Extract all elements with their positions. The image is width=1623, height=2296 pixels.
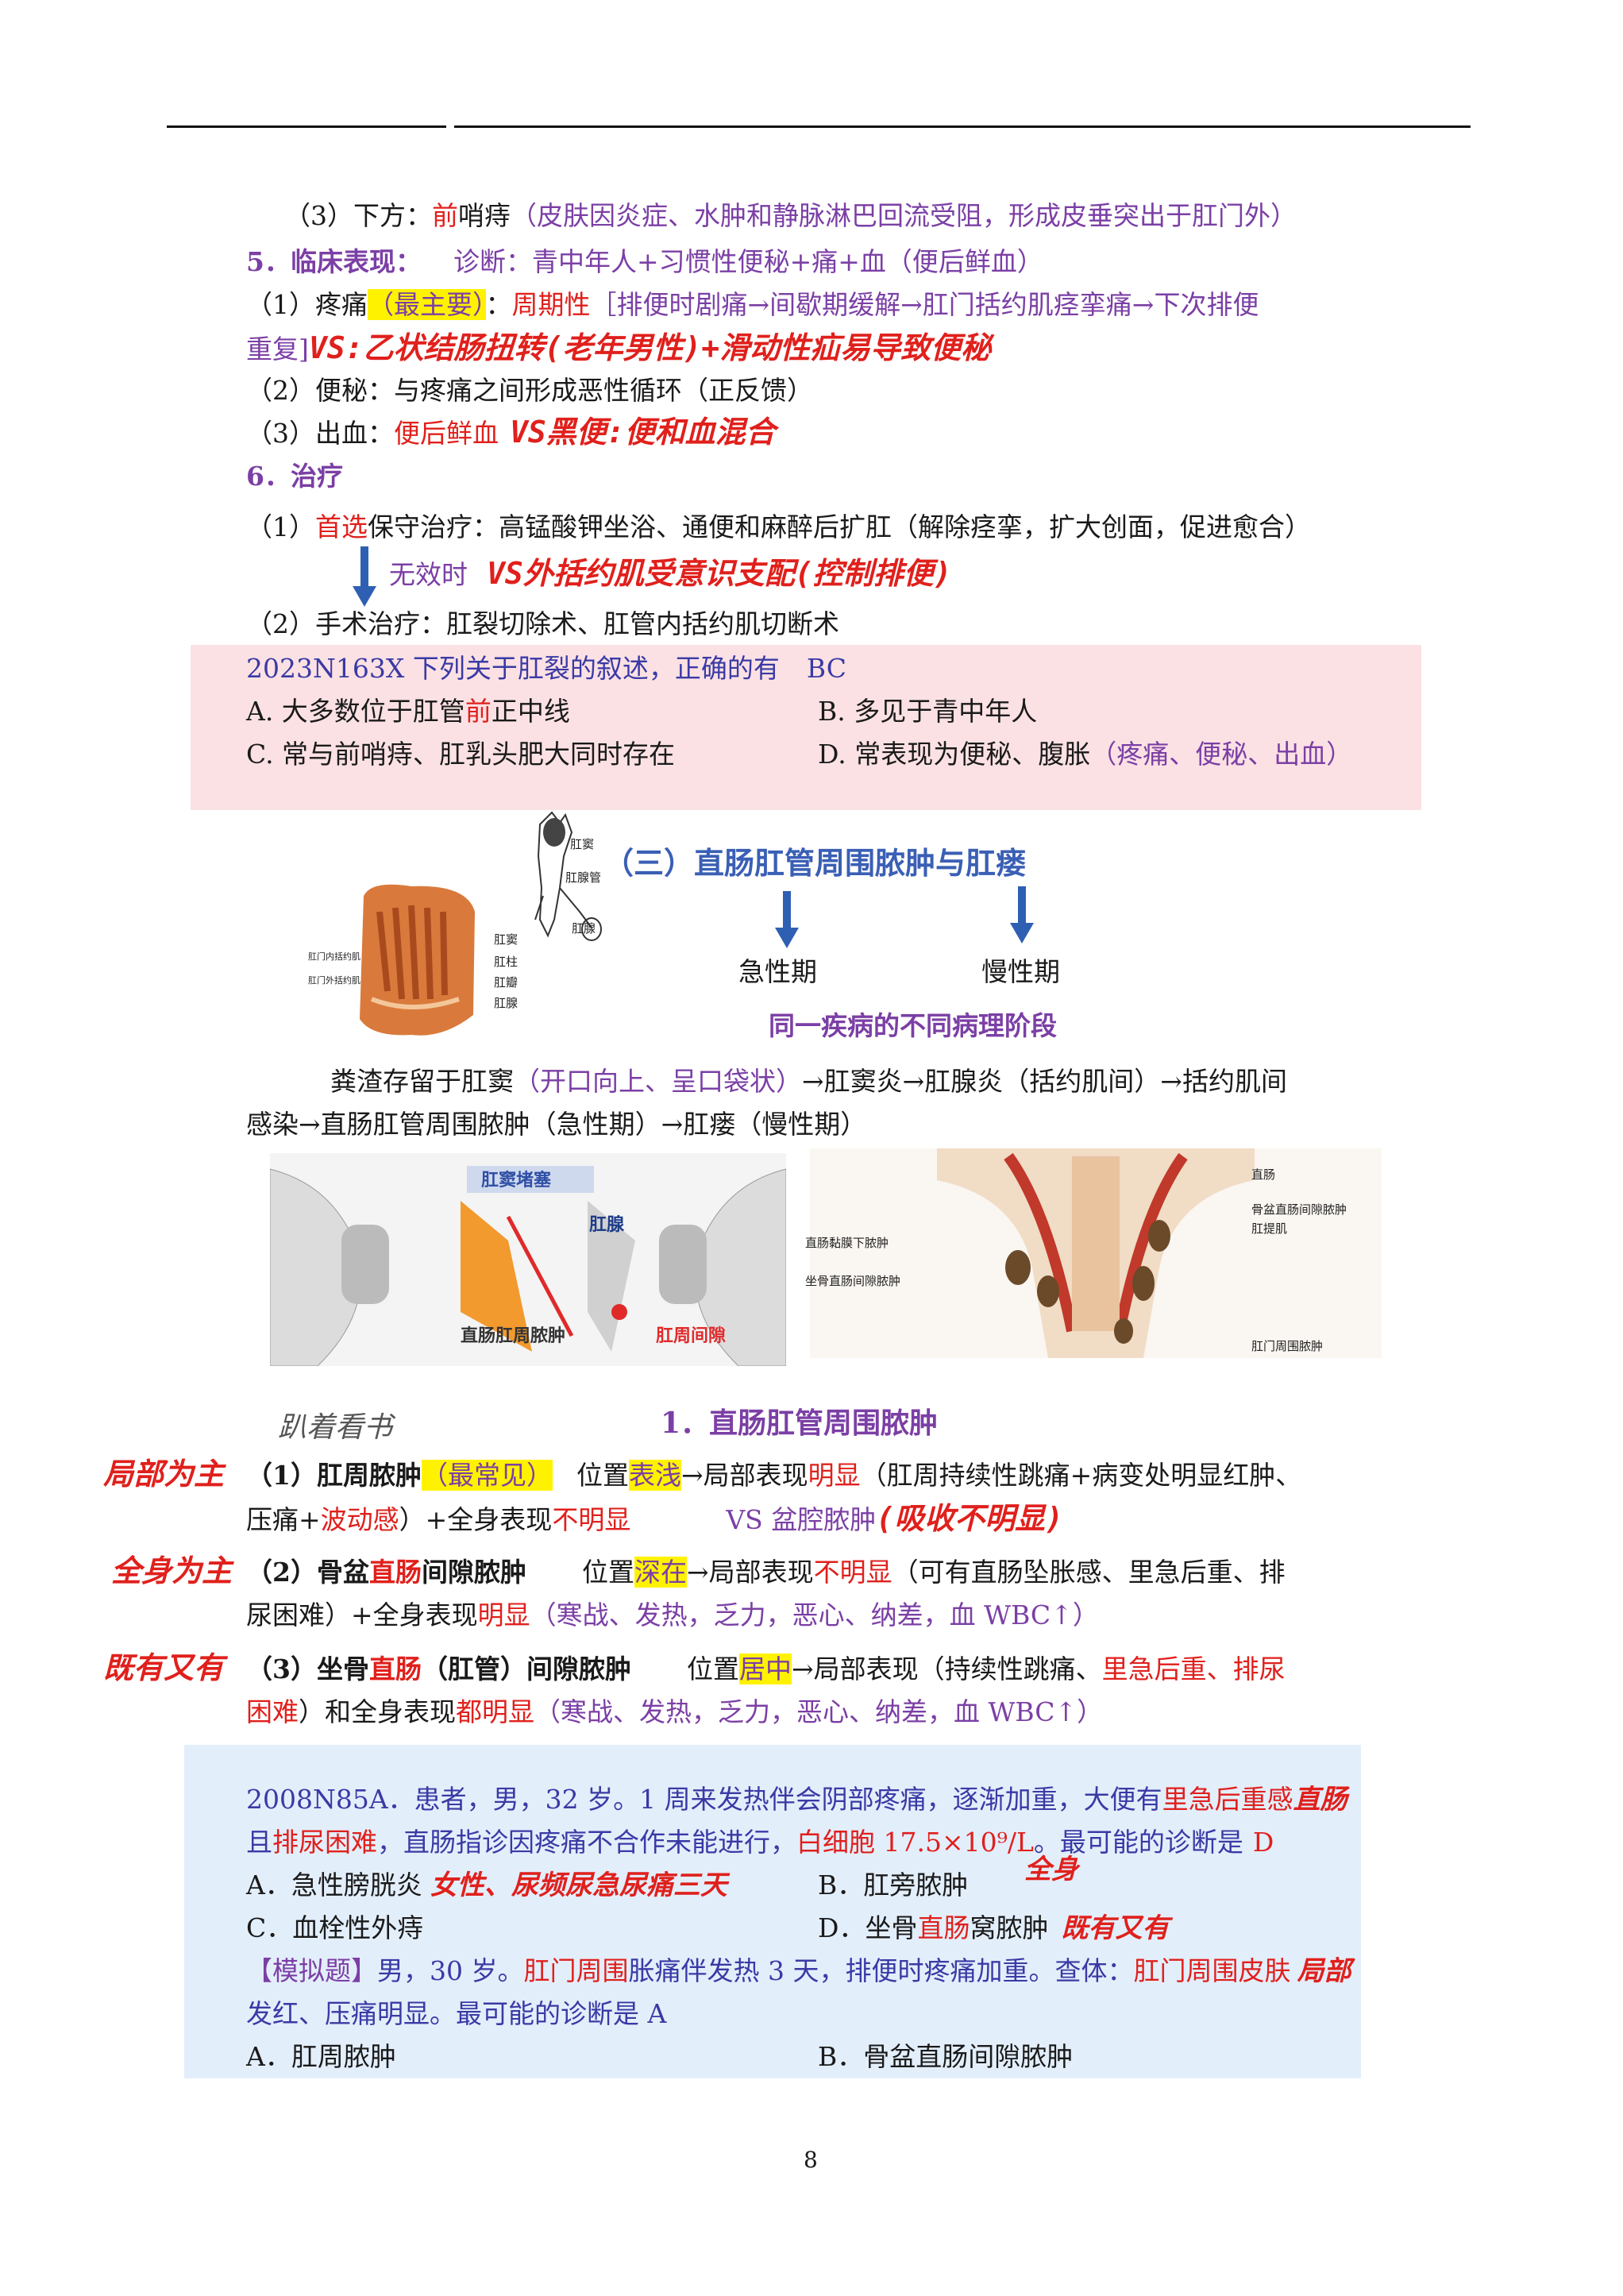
pain-line-2: 重复]VS:乙状结肠扭转(老年男性)+滑动性疝易导致便秘 <box>246 330 992 365</box>
ischiorectal-abscess-line-2: 困难）和全身表现都明显（寒战、发热，乏力，恶心、纳差，血 WBC↑） <box>246 1696 1104 1727</box>
mock-question-stem-2: 发红、压痛明显。最可能的诊断是 A <box>246 1998 667 2029</box>
pelvirectal-abscess-line-2: 尿困难）+全身表现明显（寒战、发热，乏力，恶心、纳差，血 WBC↑） <box>246 1599 1099 1630</box>
same-disease-note: 同一疾病的不同病理阶段 <box>769 1010 1057 1041</box>
arrow-chronic-icon <box>1010 886 1034 943</box>
arrow-acute-icon <box>775 891 799 948</box>
subsection-1-title: 1．直肠肛管周围脓肿 <box>661 1407 939 1440</box>
label-rectum: 直肠 <box>1251 1168 1276 1182</box>
anal-canal-anatomy-image <box>348 880 483 1039</box>
label-ganban: 肛瓣 <box>494 976 519 990</box>
sentinel-pile-line: （3）下方：前哨痔（皮肤因炎症、水肿和静脉淋巴回流受阻，形成皮垂突出于肛门外） <box>284 200 1297 231</box>
anal-gland-sketch <box>534 811 602 941</box>
treatment-1-line: （1）首选保守治疗：高锰酸钾坐浴、通便和麻醉后扩肛（解除痉挛，扩大创面，促进愈合… <box>246 511 1311 542</box>
label-submucosal-abscess: 直肠黏膜下脓肿 <box>805 1237 889 1250</box>
section-3-title: （三）直肠肛管周围脓肿与肛瘘 <box>603 845 1027 881</box>
side-note-systemic: 全身为主 <box>111 1553 233 1588</box>
label-gandou-top: 肛窦 <box>570 838 595 851</box>
treatment-2-line: （2）手术治疗：肛裂切除术、肛管内括约肌切断术 <box>246 608 839 639</box>
label-sinus-blocked: 肛窦堵塞 <box>481 1170 552 1190</box>
question-2008-option-b: B．肛旁脓肿 <box>818 1870 969 1900</box>
ischiorectal-abscess-line-1: （3）坐骨直肠（肛管）间隙脓肿位置居中→局部表现（持续性跳痛、里急后重、排尿 <box>246 1654 1286 1684</box>
abscess-location-image <box>810 1148 1382 1358</box>
label-gandou-right: 肛窦 <box>494 933 519 947</box>
section-5-heading: 5．临床表现：诊断：青中年人+习惯性便秘+痛+血（便后鲜血） <box>246 246 1043 277</box>
chronic-phase-label: 慢性期 <box>981 956 1060 987</box>
constipation-line: （2）便秘：与疼痛之间形成恶性循环（正反馈） <box>246 375 813 406</box>
label-levator: 肛提肌 <box>1251 1222 1288 1236</box>
label-ganxian-right: 肛腺 <box>494 997 519 1010</box>
acute-phase-label: 急性期 <box>738 956 817 987</box>
mock-question-stem-1: 【模拟题】男，30 岁。肛门周围胀痛伴发热 3 天，排便时疼痛加重。查体：肛门周… <box>246 1955 1351 1987</box>
question-2008-option-d: D．坐骨直肠窝脓肿既有又有 <box>818 1912 1170 1944</box>
label-ischiorectal-abscess: 坐骨直肠间隙脓肿 <box>805 1275 901 1288</box>
page-number: 8 <box>804 2147 818 2173</box>
label-internal-sphincter: 肛门内括约肌 <box>308 952 360 962</box>
pathway-line-1: 粪渣存留于肛窦（开口向上、呈口袋状）→肛窦炎→肛腺炎（括约肌间）→括约肌间 <box>330 1066 1287 1097</box>
label-external-sphincter: 肛门外括约肌 <box>308 976 360 986</box>
label-gland: 肛腺 <box>589 1214 625 1234</box>
question-2008-option-a: A．急性膀胱炎女性、尿频尿急尿痛三天 <box>246 1870 727 1901</box>
label-perirectal-abscess: 直肠肛周脓肿 <box>461 1326 566 1345</box>
label-pelvirectal-abscess: 骨盆直肠间隙脓肿 <box>1251 1203 1347 1217</box>
section-6-heading: 6．治疗 <box>246 461 343 492</box>
label-ganzhu: 肛柱 <box>494 955 519 969</box>
question-2008-option-c: C．血栓性外痔 <box>246 1912 424 1943</box>
question-2023-box <box>191 645 1421 810</box>
mock-question-option-a: A．肛周脓肿 <box>246 2041 396 2072</box>
label-perianal-space: 肛周间隙 <box>656 1326 727 1345</box>
question-2023-option-a: A. 大多数位于肛管前正中线 <box>246 696 570 727</box>
abscess-diagram-image <box>270 1153 786 1366</box>
down-arrow-icon <box>353 546 376 607</box>
label-ganxian: 肛腺 <box>572 922 596 936</box>
label-perianal-abscess: 肛门周围脓肿 <box>1251 1340 1324 1353</box>
pathway-line-2: 感染→直肠肛管周围脓肿（急性期）→肛瘘（慢性期） <box>246 1109 867 1140</box>
question-2023-option-b: B. 多见于青中年人 <box>818 696 1038 727</box>
question-2008-box <box>184 1745 1361 2078</box>
mock-question-option-b: B．骨盆直肠间隙脓肿 <box>818 2041 1074 2072</box>
question-2008-note-systemic: 全身 <box>1024 1854 1078 1885</box>
perianal-abscess-line-1: （1）肛周脓肿（最常见）位置表浅→局部表现明显（肛周持续性跳痛+病变处明显红肿、 <box>246 1460 1302 1491</box>
header-rule-left <box>167 125 446 128</box>
label-ganxianguan: 肛腺管 <box>565 871 602 885</box>
side-note-both: 既有又有 <box>103 1650 225 1685</box>
pain-line: （1）疼痛（最主要）：周期性［排便时剧痛→间歇期缓解→肛门括约肌痉挛痛→下次排便 <box>246 289 1259 320</box>
pelvirectal-abscess-line-1: （2）骨盆直肠间隙脓肿位置深在→局部表现不明显（可有直肠坠胀感、里急后重、排 <box>246 1557 1286 1588</box>
question-2008-stem-2: 且排尿困难，直肠指诊因疼痛不合作未能进行，白细胞 17.5×10⁹/L。最可能的… <box>246 1827 1274 1858</box>
header-rule-right <box>454 125 1471 128</box>
side-note-local: 局部为主 <box>103 1457 225 1491</box>
question-2023-option-d: D. 常表现为便秘、腹胀（疼痛、便秘、出血） <box>818 739 1353 770</box>
question-2008-stem-1: 2008N85A．患者，男，32 岁。1 周来发热伴会阴部疼痛，逐渐加重，大便有… <box>246 1784 1347 1816</box>
question-2023-option-c: C. 常与前哨痔、肛乳头肥大同时存在 <box>246 739 676 770</box>
lying-note: 趴着看书 <box>278 1411 393 1444</box>
